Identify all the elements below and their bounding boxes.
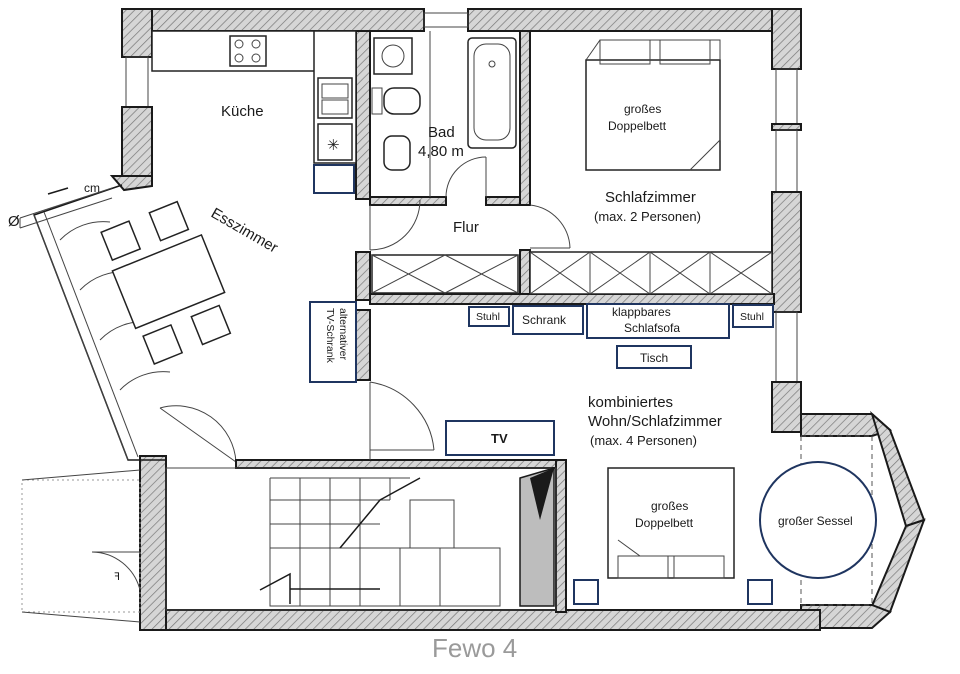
washbasin-outer (373, 37, 413, 75)
bathtub (467, 37, 517, 149)
compass-symbol: Ø (8, 213, 20, 230)
wall-right-low (771, 381, 802, 433)
living-capacity: (max. 4 Personen) (590, 433, 697, 448)
bidet (383, 135, 411, 171)
scale-tick (47, 187, 69, 195)
stair-left-wall (139, 455, 167, 631)
outer-walls (109, 8, 926, 631)
doors (369, 199, 571, 460)
wardrobe-box (512, 305, 584, 335)
living-window (775, 311, 798, 383)
dining-corner (109, 175, 153, 192)
bedroom-wardrobe (529, 251, 773, 295)
kitchen-cabinet (313, 164, 355, 194)
sofa-box (586, 303, 730, 339)
bedroom-window-1 (775, 68, 798, 125)
bathroom-size: 4,80 m (418, 143, 464, 160)
room-label-kitchen: Küche (221, 103, 264, 120)
staircase (165, 466, 557, 611)
living-label-line2: Wohn/Schlafzimmer (588, 413, 722, 430)
dining-chair (142, 323, 184, 365)
chair-left-label: Stuhl (476, 311, 500, 323)
room-label-dining: Esszimmer (208, 205, 281, 257)
tv-cabinet-box (309, 301, 357, 383)
living-bed (573, 467, 773, 605)
wall-top-right (467, 8, 802, 32)
tv-label: TV (491, 431, 508, 446)
fridge (317, 123, 353, 161)
armchair-label: großer Sessel (778, 514, 853, 528)
room-label-bedroom: Schlafzimmer (605, 189, 696, 206)
dining-table (111, 233, 226, 330)
wall-living-left (355, 309, 371, 381)
wardrobe-label: Schrank (522, 313, 567, 327)
wall-right-top (771, 8, 802, 70)
bedroom-window-2 (775, 129, 798, 193)
hall-wardrobe (371, 254, 519, 294)
living-label-line1: kombiniertes (588, 394, 673, 411)
bed-bottom-label-2: Doppelbett (635, 516, 694, 530)
tv-cabinet-label-1: alternativer (337, 308, 349, 360)
kitchen-window (125, 56, 149, 108)
balcony: ꟻ (21, 469, 141, 623)
wall-right-seg1 (771, 123, 802, 131)
table-label: Tisch (640, 351, 668, 365)
chair-right-label: Stuhl (740, 311, 764, 323)
sofa-label-2: Schlafsofa (624, 321, 680, 335)
bedroom-bed (585, 39, 721, 171)
wall-bottom (139, 609, 821, 631)
dining-chair (190, 304, 232, 346)
balcony-mark: ꟻ (114, 571, 120, 583)
wall-bath-bottom-a (369, 196, 447, 206)
scale-label: cm (84, 181, 100, 195)
built-in-wardrobes (371, 251, 773, 295)
bed-bottom-label-1: großes (651, 499, 688, 513)
bay-upper-diag (870, 410, 926, 528)
bath-fixtures (371, 31, 517, 198)
wall-kitchen-bath (355, 30, 371, 200)
wall-stair-right (555, 459, 567, 613)
top-window (423, 12, 469, 28)
kitchen-fixtures: ✳ (151, 30, 357, 194)
wall-living-stair (235, 459, 567, 469)
chair-right-box (732, 304, 774, 328)
wall-top-left (121, 8, 425, 32)
tv-cabinet-label-2: TV-Schrank (324, 308, 336, 364)
wall-right-mid (771, 191, 802, 313)
stair-void (519, 466, 555, 607)
nightstand-right (747, 579, 773, 605)
double-bed-bottom (607, 467, 735, 579)
wall-left-upper (121, 8, 153, 58)
wall-left-mid (121, 106, 153, 186)
bed-top-label-2: Doppelbett (608, 119, 667, 133)
bay-lower-diag (870, 518, 926, 614)
wall-bath-bedroom (519, 30, 531, 206)
dining-chair (148, 200, 190, 242)
nightstand-left (573, 579, 599, 605)
toilet (383, 87, 421, 115)
dining-furniture (100, 200, 232, 365)
armchair-circle (759, 461, 877, 579)
wall-bedroom-living (369, 293, 775, 305)
room-label-hallway: Flur (453, 219, 479, 236)
chair-left-box (468, 306, 510, 327)
wall-hall-left (355, 251, 371, 301)
sofa-label-1: klappbares (612, 305, 671, 319)
bed-top-label-1: großes (624, 102, 661, 116)
room-label-bathroom: Bad (428, 124, 455, 141)
fridge-star-icon: ✳ (327, 137, 340, 154)
stove (229, 35, 267, 67)
tv-box (445, 420, 555, 456)
table-box (616, 345, 692, 369)
dining-chair (100, 220, 142, 262)
plan-title: Fewo 4 (432, 633, 517, 663)
bedroom-capacity: (max. 2 Personen) (594, 209, 701, 224)
